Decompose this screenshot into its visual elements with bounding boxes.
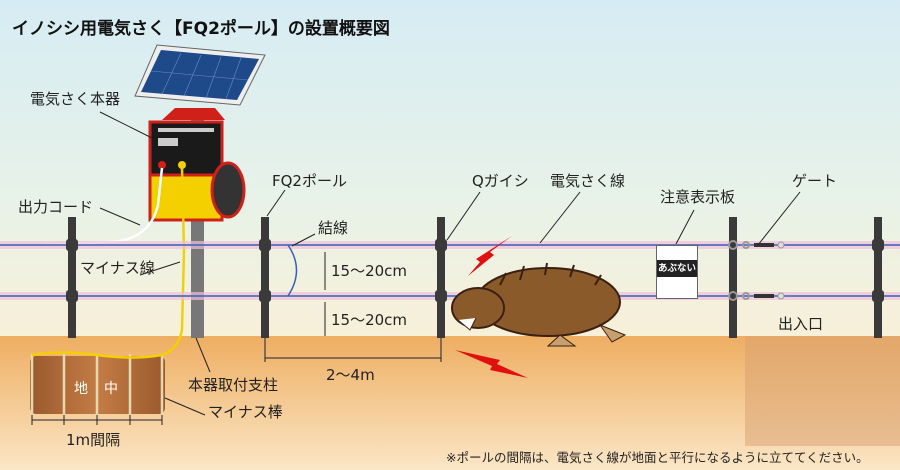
binding-loop [287,244,298,297]
label-height-lower: 15～20cm [331,311,408,329]
page-title: イノシシ用電気さく【FQ2ポール】の設置概要図 [12,19,390,39]
label-minus-wire: マイナス線 [80,259,155,277]
pole-spacing-dimension [264,338,442,362]
minus-wire-ground [31,249,186,359]
fq2-poles [66,217,884,338]
label-output-cord: 出力コード [18,198,94,216]
rod-spacing-dimension [31,415,163,425]
warning-sign-text: あぶない [657,260,697,277]
warning-sign: あぶない [656,245,698,299]
minus-wire [180,167,186,251]
ground-rods [30,354,164,414]
label-fq2-pole: FQ2ポール [272,172,347,190]
footnote: ※ポールの間隔は、電気さく線が地面と平行になるように立ててください。 [446,450,869,465]
label-pole-spacing: 2～4m [326,366,375,384]
boar [451,262,627,347]
label-fence-wire: 電気さく線 [550,172,626,190]
label-entrance: 出入口 [778,315,824,333]
label-ground-rod: マイナス棒 [208,403,283,421]
lightning-icon [455,236,528,378]
gate-handles [728,240,785,301]
label-gate: ゲート [792,172,838,190]
label-q-insulator: Qガイシ [472,172,529,190]
label-underground-2: 中 [104,381,118,397]
leader-lines [99,111,801,416]
energizer-unit [148,108,246,222]
label-binding: 結線 [318,219,349,237]
label-rod-spacing: 1m間隔 [66,431,121,449]
label-mount-post: 本器取付支柱 [188,376,279,394]
shadow [745,336,900,446]
label-height-upper: 15～20cm [331,262,408,280]
sky [0,0,900,338]
label-underground-1: 地 [74,381,88,397]
solar-panel [134,44,266,106]
label-energizer: 電気さく本器 [30,90,121,108]
label-warning-sign: 注意表示板 [660,188,736,206]
